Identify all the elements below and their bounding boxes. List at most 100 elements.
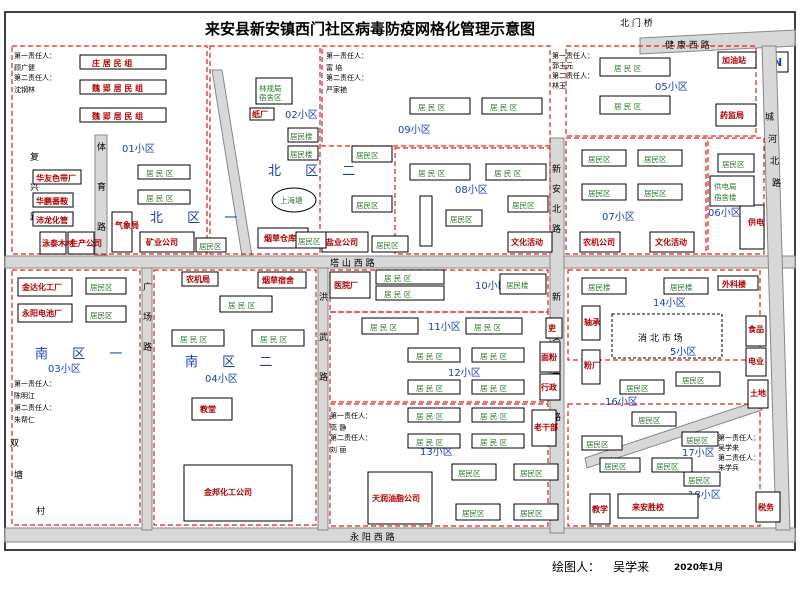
svg-text:居民区: 居民区 (638, 416, 661, 425)
zone-05: 05小区 (655, 81, 688, 93)
svg-text:居 民 区: 居 民 区 (180, 335, 208, 344)
svg-text:泳泰木材: 泳泰木材 (42, 238, 74, 248)
svg-text:老干部: 老干部 (533, 422, 558, 432)
zone-labels: 01小区 02小区 03小区 04小区 05小区 06小区 07小区 08小区 … (48, 81, 741, 501)
grid-south1 (11, 269, 141, 526)
bldg-power (739, 204, 765, 250)
svg-text:居民楼: 居民楼 (588, 282, 611, 292)
bldg-water (17, 303, 73, 323)
svg-text:居 民 区: 居 民 区 (416, 412, 444, 421)
road-label-yongyang: 永 阳 西 路 (350, 531, 395, 543)
svg-text:轴承: 轴承 (584, 317, 600, 327)
svg-text:居 民 区: 居 民 区 (418, 169, 446, 178)
svg-text:广: 广 (143, 281, 152, 293)
road-tiye (94, 134, 108, 256)
svg-text:居民区: 居民区 (512, 201, 535, 210)
svg-text:外科楼: 外科楼 (722, 279, 746, 289)
svg-text:河: 河 (768, 133, 777, 145)
svg-text:路: 路 (319, 371, 328, 383)
zone-06: 06小区 (708, 207, 741, 219)
svg-text:居 民 区: 居 民 区 (474, 323, 502, 332)
map-title: 来安县新安镇西门社区病毒防疫网格化管理示意图 (204, 20, 535, 38)
footer: 绘图人： 吴学来 (552, 556, 649, 575)
svg-text:顾广健: 顾广健 (14, 63, 35, 72)
svg-text:居民区: 居民区 (588, 189, 611, 198)
compass-icon: N (773, 56, 782, 69)
svg-text:居 民 区: 居 民 区 (418, 103, 446, 112)
bldg-residence-a (79, 54, 167, 70)
svg-text:居 民 区: 居 民 区 (370, 323, 398, 332)
svg-text:居 民 区: 居 民 区 (480, 384, 508, 393)
svg-text:第二责任人：: 第二责任人： (330, 433, 372, 442)
svg-text:朱帮仁: 朱帮仁 (14, 415, 35, 424)
svg-text:居 民 区: 居 民 区 (384, 274, 412, 283)
svg-text:居民区: 居民区 (656, 462, 679, 471)
svg-text:育: 育 (97, 181, 106, 193)
svg-text:兴: 兴 (30, 182, 39, 193)
zone-09: 09小区 (398, 124, 431, 136)
svg-text:居 民 区: 居 民 区 (146, 169, 174, 178)
svg-text:第一责任人：: 第一责任人： (552, 51, 594, 60)
market-label: 消 北 市 场 (638, 332, 683, 344)
bldg-farm-a (32, 169, 82, 185)
bldg-mine (139, 231, 195, 253)
bldg-church (191, 397, 233, 421)
road-label-tashan: 塔 山 西 路 (330, 257, 375, 269)
road-label-northgate: 北 门 桥 (620, 17, 653, 29)
buildings-red (17, 51, 781, 525)
svg-text:路: 路 (772, 177, 781, 189)
zone-07: 07小区 (602, 211, 635, 223)
svg-text:永阳电池厂: 永阳电池厂 (21, 308, 62, 318)
road-label-tiye: 体育路 (97, 141, 106, 233)
zone-south2: 南 区 二 (185, 354, 282, 370)
bldg-gas-station (717, 51, 757, 69)
pond-label: 上海塘 (280, 195, 303, 205)
svg-text:居民区: 居民区 (688, 476, 711, 485)
svg-text:第二责任人：: 第二责任人： (552, 71, 594, 80)
svg-text:居民区: 居民区 (450, 215, 473, 224)
svg-text:富 培: 富 培 (326, 63, 342, 72)
bldg-residence-b (79, 79, 167, 95)
bldg-food (745, 315, 767, 347)
road-label-jiankang: 健 康 西 路 (665, 39, 710, 51)
svg-text:村: 村 (36, 505, 45, 517)
zone-south1: 南 区 一 (35, 346, 132, 362)
responsible-r4: 第一责任人： 陈明江 第二责任人： 朱帮仁 (14, 379, 56, 424)
svg-text:居 民 区: 居 民 区 (384, 290, 412, 299)
svg-text:供电: 供电 (747, 217, 764, 227)
bldg-land (747, 379, 769, 409)
grid-south2 (153, 269, 317, 526)
svg-text:居 民 区: 居 民 区 (416, 352, 444, 361)
village-label: 双塘村 (10, 438, 45, 517)
svg-text:盐业公司: 盐业公司 (326, 237, 358, 247)
svg-text:居 民 区: 居 民 区 (494, 169, 522, 178)
road-chenghe (761, 45, 791, 531)
bldg-oil (367, 471, 433, 525)
zone-north2: 北 区 二 (268, 164, 365, 179)
bldg-wood (39, 231, 67, 255)
road-guangchang (141, 267, 153, 531)
zone-12: 12小区 (448, 367, 481, 379)
road-label-guangchang: 广场路 (143, 281, 152, 353)
grid-14 (567, 269, 761, 361)
buildings-green (85, 57, 755, 521)
svg-text:教学: 教学 (591, 504, 608, 514)
bldg-prod (67, 231, 95, 255)
svg-text:居民区: 居民区 (458, 469, 481, 478)
svg-text:供电局: 供电局 (714, 181, 737, 191)
bldg-hospital-a (329, 271, 371, 299)
svg-text:居 民 区: 居 民 区 (490, 103, 518, 112)
svg-text:华鹏番鞍: 华鹏番鞍 (36, 196, 68, 206)
svg-text:居民区: 居民区 (90, 283, 113, 292)
bldg-culture-center (649, 231, 695, 253)
svg-text:陈明江: 陈明江 (14, 391, 35, 400)
svg-text:北: 北 (770, 156, 779, 167)
svg-text:居民区: 居民区 (90, 311, 113, 320)
bldg-outpatient (717, 275, 759, 291)
svg-text:居民楼: 居民楼 (670, 282, 693, 292)
bldg-agri (181, 271, 219, 287)
svg-text:居民区: 居民区 (644, 155, 667, 164)
svg-text:居 民 区: 居 民 区 (480, 352, 508, 361)
svg-text:第一责任人：: 第一责任人： (14, 379, 56, 388)
